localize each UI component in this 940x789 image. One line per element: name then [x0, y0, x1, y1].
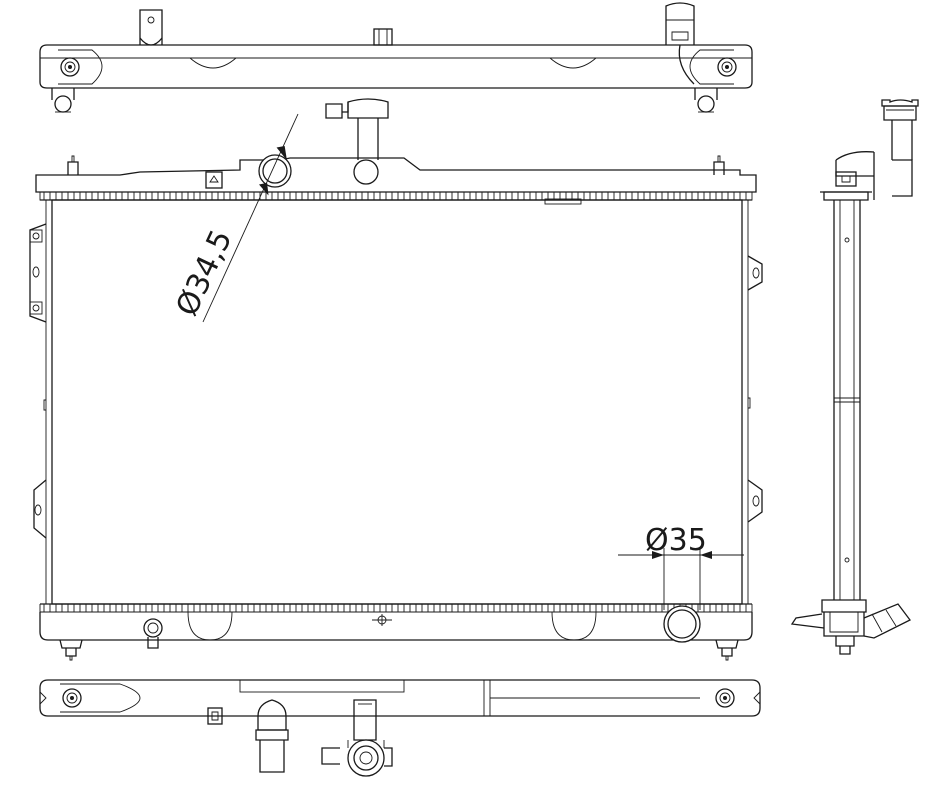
dimension-outlet-label: Ø35	[645, 523, 707, 558]
radiator-core	[51, 199, 743, 605]
top-view	[39, 2, 753, 113]
header-teeth-bottom	[43, 604, 747, 612]
dimension-inlet: Ø34,5	[170, 113, 299, 323]
bottom-view	[39, 679, 761, 777]
front-view	[29, 98, 763, 661]
dimension-outlet: Ø35	[618, 523, 744, 610]
dimension-inlet-label: Ø34,5	[170, 225, 240, 322]
header-teeth-top	[43, 192, 747, 200]
side-view	[790, 99, 919, 655]
